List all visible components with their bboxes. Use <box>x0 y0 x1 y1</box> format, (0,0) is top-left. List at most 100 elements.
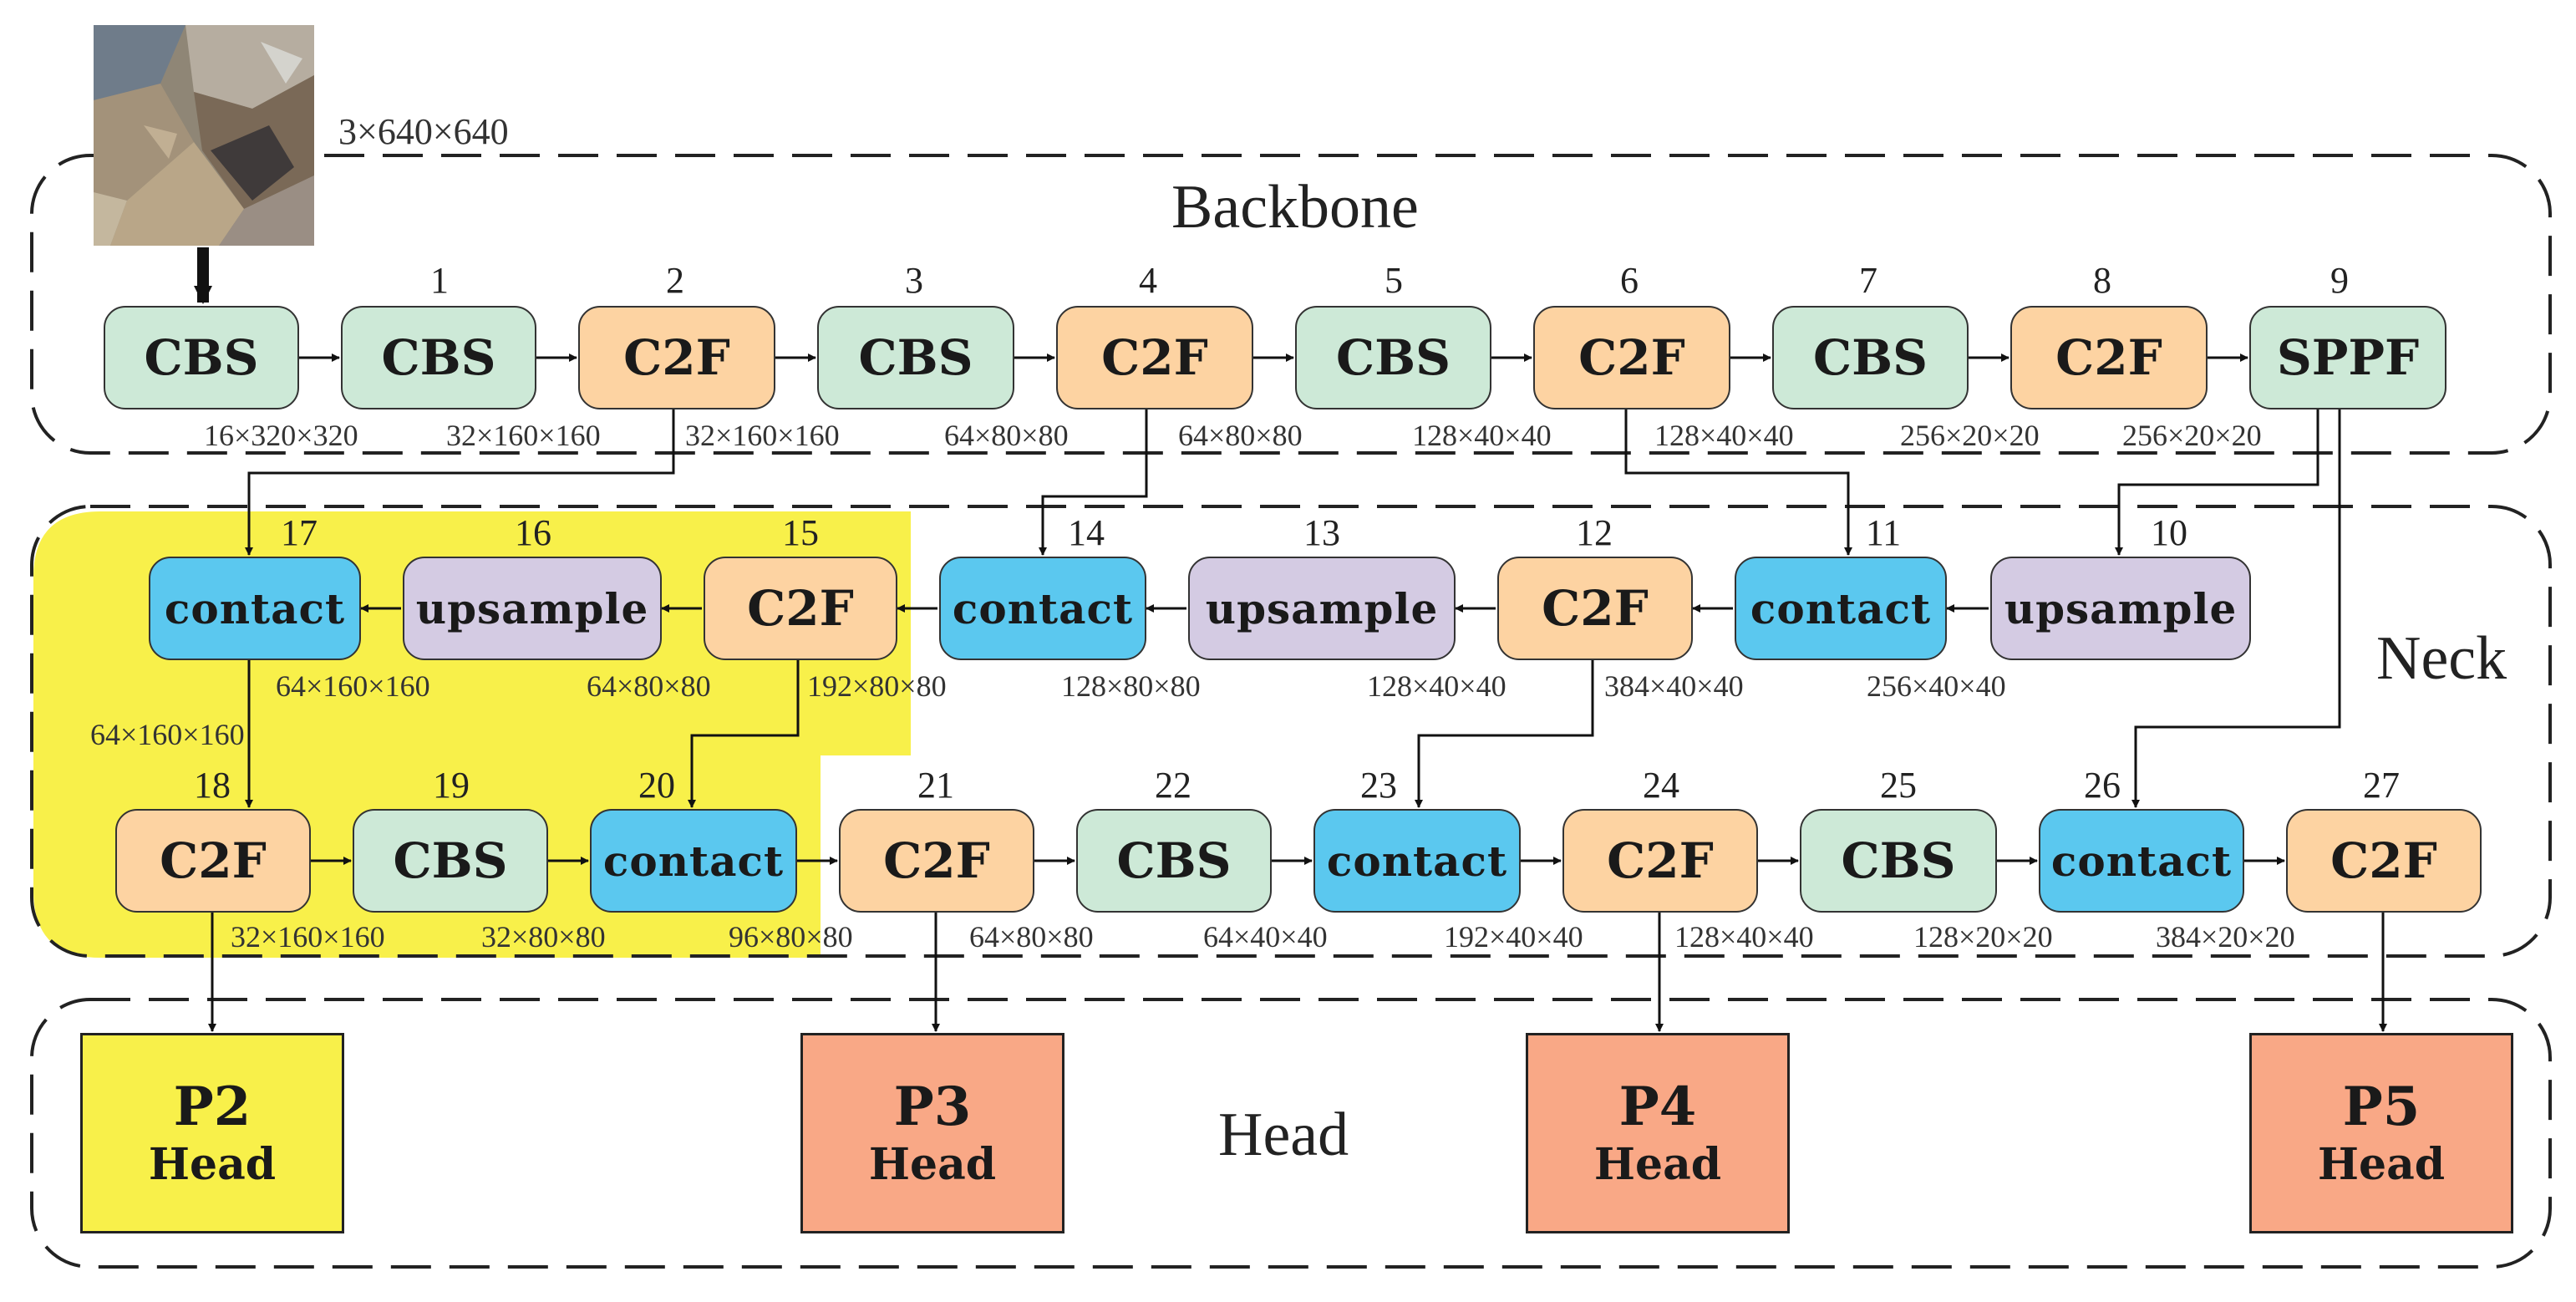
p5-head-subtitle: Head <box>2317 1139 2446 1190</box>
neck-module-21-c2f: C2F <box>839 809 1034 913</box>
module-index-7: 7 <box>1859 260 1877 301</box>
neck-bottom-dim-8: 128×20×20 <box>1913 920 2053 954</box>
neck-module-24-c2f: C2F <box>1562 809 1758 913</box>
p5-head-title: P5 <box>2342 1076 2421 1138</box>
backbone-dim-2: 32×160×160 <box>446 419 601 452</box>
neck-module-13-upsample: upsample <box>1188 557 1456 660</box>
neck-module-12-c2f: C2F <box>1497 557 1693 660</box>
neck-module-18-c2f: C2F <box>115 809 311 913</box>
backbone-dim-6: 128×40×40 <box>1412 419 1552 452</box>
module-index-10: 10 <box>2151 512 2187 553</box>
neck-bottom-dim-5: 64×40×40 <box>1203 920 1328 954</box>
backbone-dim-7: 128×40×40 <box>1654 419 1794 452</box>
module-index-11: 11 <box>1865 512 1902 553</box>
module-index-27: 27 <box>2363 765 2400 806</box>
backbone-module-0-cbs: CBS <box>104 306 299 409</box>
module-index-24: 24 <box>1643 765 1679 806</box>
backbone-module-8-c2f: C2F <box>2010 306 2208 409</box>
module-index-26: 26 <box>2084 765 2121 806</box>
p3-head-block: P3 Head <box>800 1033 1064 1233</box>
module-index-2: 2 <box>666 260 684 301</box>
backbone-dim-9: 256×20×20 <box>2122 419 2262 452</box>
p5-head-block: P5 Head <box>2249 1033 2513 1233</box>
neck-module-11-contact: contact <box>1735 557 1947 660</box>
head-title: Head <box>1218 1101 1349 1169</box>
backbone-dim-3: 32×160×160 <box>685 419 840 452</box>
neck-top-dim-1: 64×160×160 <box>276 669 430 703</box>
neck-bottom-dim-2: 32×80×80 <box>481 920 606 954</box>
module-index-4: 4 <box>1139 260 1157 301</box>
neck-bottom-dim-9: 384×20×20 <box>2156 920 2295 954</box>
backbone-frame <box>30 154 2552 455</box>
neck-top-dim-6: 384×40×40 <box>1604 669 1744 703</box>
backbone-module-4-c2f: C2F <box>1056 306 1253 409</box>
backbone-module-6-c2f: C2F <box>1533 306 1730 409</box>
module-index-8: 8 <box>2093 260 2111 301</box>
vertical-skip-dim: 64×160×160 <box>90 718 245 751</box>
neck-module-20-contact: contact <box>590 809 797 913</box>
p2-head-block: P2 Head <box>80 1033 344 1233</box>
module-index-18: 18 <box>194 765 231 806</box>
neck-module-27-c2f: C2F <box>2286 809 2482 913</box>
module-index-5: 5 <box>1385 260 1403 301</box>
neck-module-17-contact: contact <box>149 557 361 660</box>
neck-bottom-dim-3: 96×80×80 <box>729 920 853 954</box>
neck-module-25-cbs: CBS <box>1800 809 1997 913</box>
backbone-dim-5: 64×80×80 <box>1178 419 1303 452</box>
p4-head-title: P4 <box>1618 1076 1697 1138</box>
backbone-module-7-cbs: CBS <box>1772 306 1969 409</box>
module-index-1: 1 <box>430 260 449 301</box>
neck-top-dim-5: 128×40×40 <box>1367 669 1506 703</box>
neck-module-15-c2f: C2F <box>704 557 897 660</box>
p2-head-title: P2 <box>173 1076 252 1138</box>
backbone-module-2-c2f: C2F <box>578 306 775 409</box>
neck-module-26-contact: contact <box>2039 809 2244 913</box>
backbone-module-9-sppf: SPPF <box>2249 306 2446 409</box>
p3-head-subtitle: Head <box>868 1139 997 1190</box>
neck-bottom-dim-1: 32×160×160 <box>231 920 385 954</box>
module-index-13: 13 <box>1303 512 1340 553</box>
neck-top-dim-3: 192×80×80 <box>807 669 947 703</box>
neck-module-19-cbs: CBS <box>353 809 548 913</box>
module-index-6: 6 <box>1620 260 1639 301</box>
neck-bottom-dim-4: 64×80×80 <box>969 920 1094 954</box>
backbone-module-1-cbs: CBS <box>341 306 536 409</box>
module-index-21: 21 <box>917 765 954 806</box>
backbone-dim-4: 64×80×80 <box>944 419 1069 452</box>
neck-top-dim-7: 256×40×40 <box>1867 669 2006 703</box>
module-index-19: 19 <box>433 765 470 806</box>
module-index-23: 23 <box>1360 765 1397 806</box>
neck-bottom-dim-7: 128×40×40 <box>1674 920 1814 954</box>
backbone-module-5-cbs: CBS <box>1295 306 1491 409</box>
module-index-17: 17 <box>281 512 318 553</box>
module-index-16: 16 <box>515 512 551 553</box>
neck-top-dim-4: 128×80×80 <box>1061 669 1201 703</box>
neck-bottom-dim-6: 192×40×40 <box>1444 920 1583 954</box>
neck-title: Neck <box>2376 624 2507 693</box>
head-frame <box>30 998 2552 1269</box>
neck-top-dim-2: 64×80×80 <box>587 669 711 703</box>
input-image <box>94 25 314 246</box>
module-index-12: 12 <box>1576 512 1613 553</box>
p4-head-block: P4 Head <box>1526 1033 1790 1233</box>
neck-module-16-upsample: upsample <box>403 557 662 660</box>
module-index-25: 25 <box>1880 765 1917 806</box>
module-index-3: 3 <box>905 260 923 301</box>
module-index-22: 22 <box>1155 765 1191 806</box>
p2-head-subtitle: Head <box>148 1139 277 1190</box>
neck-module-14-contact: contact <box>939 557 1146 660</box>
backbone-title: Backbone <box>1171 173 1419 242</box>
backbone-module-3-cbs: CBS <box>817 306 1014 409</box>
module-index-15: 15 <box>782 512 819 553</box>
neck-module-10-upsample: upsample <box>1990 557 2251 660</box>
input-dimensions-label: 3×640×640 <box>338 111 509 152</box>
neck-frame <box>30 505 2552 958</box>
neck-module-22-cbs: CBS <box>1076 809 1272 913</box>
p3-head-title: P3 <box>893 1076 972 1138</box>
neck-module-23-contact: contact <box>1313 809 1521 913</box>
backbone-dim-1: 16×320×320 <box>204 419 358 452</box>
module-index-14: 14 <box>1068 512 1105 553</box>
backbone-dim-8: 256×20×20 <box>1900 419 2040 452</box>
p4-head-subtitle: Head <box>1593 1139 1722 1190</box>
